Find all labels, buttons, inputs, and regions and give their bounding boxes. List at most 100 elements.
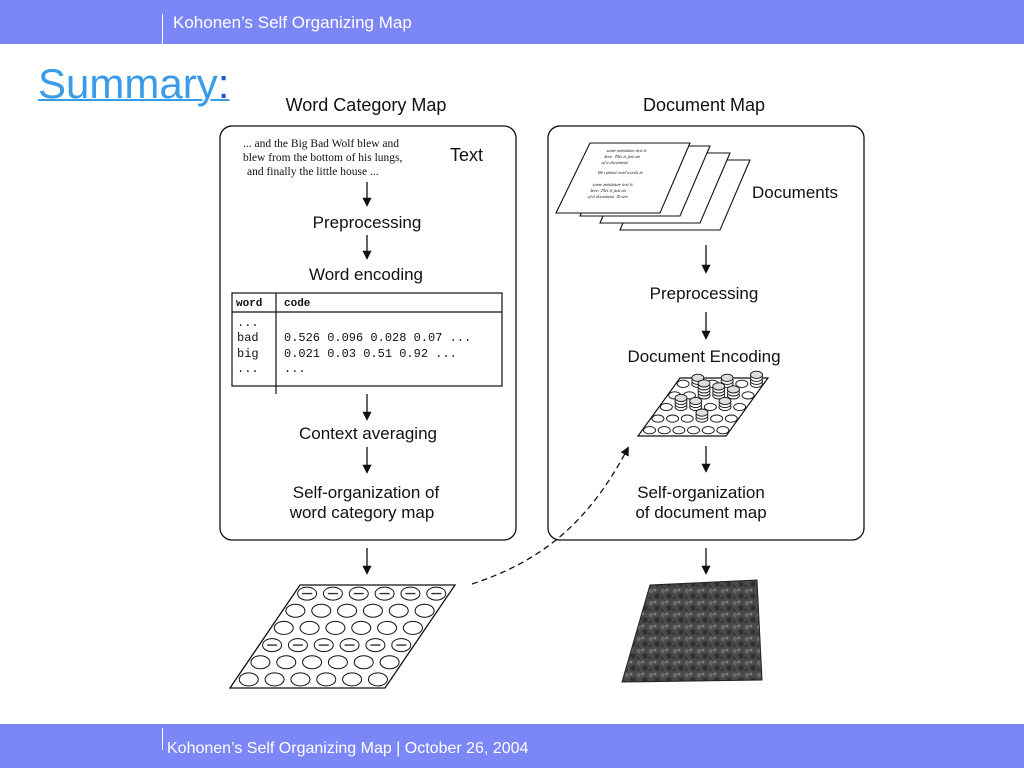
word-map-node	[264, 672, 285, 687]
word-map-node	[414, 603, 435, 618]
footer-text: Kohonen’s Self Organizing Map | October …	[167, 740, 529, 757]
doc-encoding-node	[724, 414, 738, 423]
doc-text-line: of a document. To see.	[587, 195, 630, 200]
word-map-node	[342, 672, 363, 687]
slide-title-colon: :	[217, 60, 230, 107]
doc-encoding-node	[716, 426, 730, 435]
word-map-node	[351, 620, 372, 635]
word-map-node	[367, 672, 388, 687]
table-header-code: code	[284, 298, 311, 310]
word-map-node	[285, 603, 306, 618]
document-map-panel	[547, 125, 865, 541]
word-map-node	[337, 603, 358, 618]
word-category-map-grid	[228, 584, 457, 689]
doc-encoding-node	[750, 370, 763, 379]
document-text: some miniature text is here. This is jus…	[587, 149, 648, 200]
doc-encoding-node	[712, 382, 726, 391]
word-code-table: word code ... bad 0.526 0.096 0.028 0.07…	[231, 292, 503, 394]
doc-encoding-node	[720, 373, 734, 382]
doc-encoding-node	[672, 426, 686, 435]
word-map-node	[238, 672, 259, 687]
right-selforg-line1: Self-organization	[637, 483, 765, 502]
doc-encoding-node	[689, 396, 703, 406]
doc-encoding-node	[735, 379, 749, 388]
quote-line-1: ... and the Big Bad Wolf blew and	[243, 138, 399, 150]
word-map-node	[402, 620, 423, 635]
doc-text-line: We cannot read words in	[596, 171, 644, 176]
word-map-node	[273, 620, 294, 635]
doc-encoding-node	[701, 426, 715, 435]
left-selforg-line2: word category map	[289, 503, 435, 522]
doc-text-line: here. This is just an	[589, 189, 627, 194]
document-map-heading: Document Map	[643, 95, 765, 115]
word-map-node	[325, 620, 346, 635]
word-map-node	[377, 620, 398, 635]
left-preprocessing-label: Preprocessing	[313, 213, 422, 232]
doc-encoding-node	[674, 393, 688, 403]
header-title: Kohonen’s Self Organizing Map	[173, 13, 412, 32]
table-cell: 0.021 0.03 0.51 0.92 ...	[284, 347, 457, 361]
doc-encoding-node	[657, 426, 671, 435]
word-map-node	[250, 655, 271, 670]
doc-encoding-node	[666, 414, 680, 423]
document-encoding-grid	[636, 370, 770, 437]
word-map-node	[316, 672, 337, 687]
doc-encoding-node	[726, 385, 740, 394]
table-cell: ...	[237, 316, 259, 330]
doc-encoding-node	[741, 391, 755, 400]
text-label: Text	[450, 145, 483, 165]
word-category-panel	[219, 125, 517, 541]
doc-encoding-node	[703, 402, 717, 412]
doc-encoding-node	[733, 402, 747, 412]
doc-encoding-node	[651, 414, 665, 423]
word-category-map-heading: Word Category Map	[286, 95, 447, 115]
doc-text-line: here. This is just an	[603, 155, 641, 160]
doc-encoding-node	[710, 414, 724, 423]
dashed-arrow-word-to-doc-encoding	[471, 446, 629, 585]
word-map-node	[299, 620, 320, 635]
table-header-word: word	[236, 298, 262, 310]
word-map-node	[362, 603, 383, 618]
context-averaging-label: Context averaging	[299, 424, 437, 443]
header-separator	[162, 14, 163, 44]
word-map-node	[327, 655, 348, 670]
document-map-surface	[621, 579, 763, 683]
quote-line-3: and finally the little house ...	[247, 166, 379, 178]
word-encoding-label: Word encoding	[309, 265, 423, 284]
doc-encoding-node	[691, 373, 705, 382]
table-frame	[231, 292, 503, 387]
doc-encoding-node	[676, 379, 690, 388]
footer-separator	[162, 728, 163, 750]
table-cell: 0.526 0.096 0.028 0.07 ...	[284, 331, 471, 345]
quote-line-2: blew from the bottom of his lungs,	[243, 152, 403, 164]
table-cell: ...	[237, 362, 259, 376]
word-map-node	[302, 655, 323, 670]
slide-title: Summary:	[38, 60, 229, 108]
doc-encoding-nodes	[643, 370, 763, 435]
documents-label: Documents	[752, 183, 838, 202]
slide-title-text: Summary	[38, 60, 218, 107]
right-preprocessing-label: Preprocessing	[650, 284, 759, 303]
doc-encoding-node	[695, 408, 709, 417]
doc-encoding-node	[687, 426, 700, 435]
doc-text-line: some miniature text is	[591, 183, 633, 188]
footer-bar: Kohonen’s Self Organizing Map | October …	[0, 724, 1024, 768]
word-map-nodes	[238, 586, 447, 687]
doc-text-line: some miniature text is	[605, 149, 647, 154]
documents-stack: some miniature text is here. This is jus…	[555, 142, 751, 231]
left-selforg-line1: Self-organization of	[293, 483, 440, 502]
document-page	[555, 142, 691, 214]
doc-encoding-node	[643, 426, 656, 435]
table-cell: ...	[284, 362, 306, 376]
table-cell: bad	[237, 331, 259, 345]
word-map-node	[353, 655, 374, 670]
word-map-node	[276, 655, 297, 670]
document-encoding-label: Document Encoding	[627, 347, 780, 366]
word-map-node	[379, 655, 400, 670]
doc-text-line: of a document.	[600, 161, 629, 166]
doc-encoding-node	[718, 396, 732, 406]
word-map-node	[290, 672, 311, 687]
header-bar: Kohonen’s Self Organizing Map	[0, 0, 1024, 44]
word-map-node	[388, 603, 409, 618]
